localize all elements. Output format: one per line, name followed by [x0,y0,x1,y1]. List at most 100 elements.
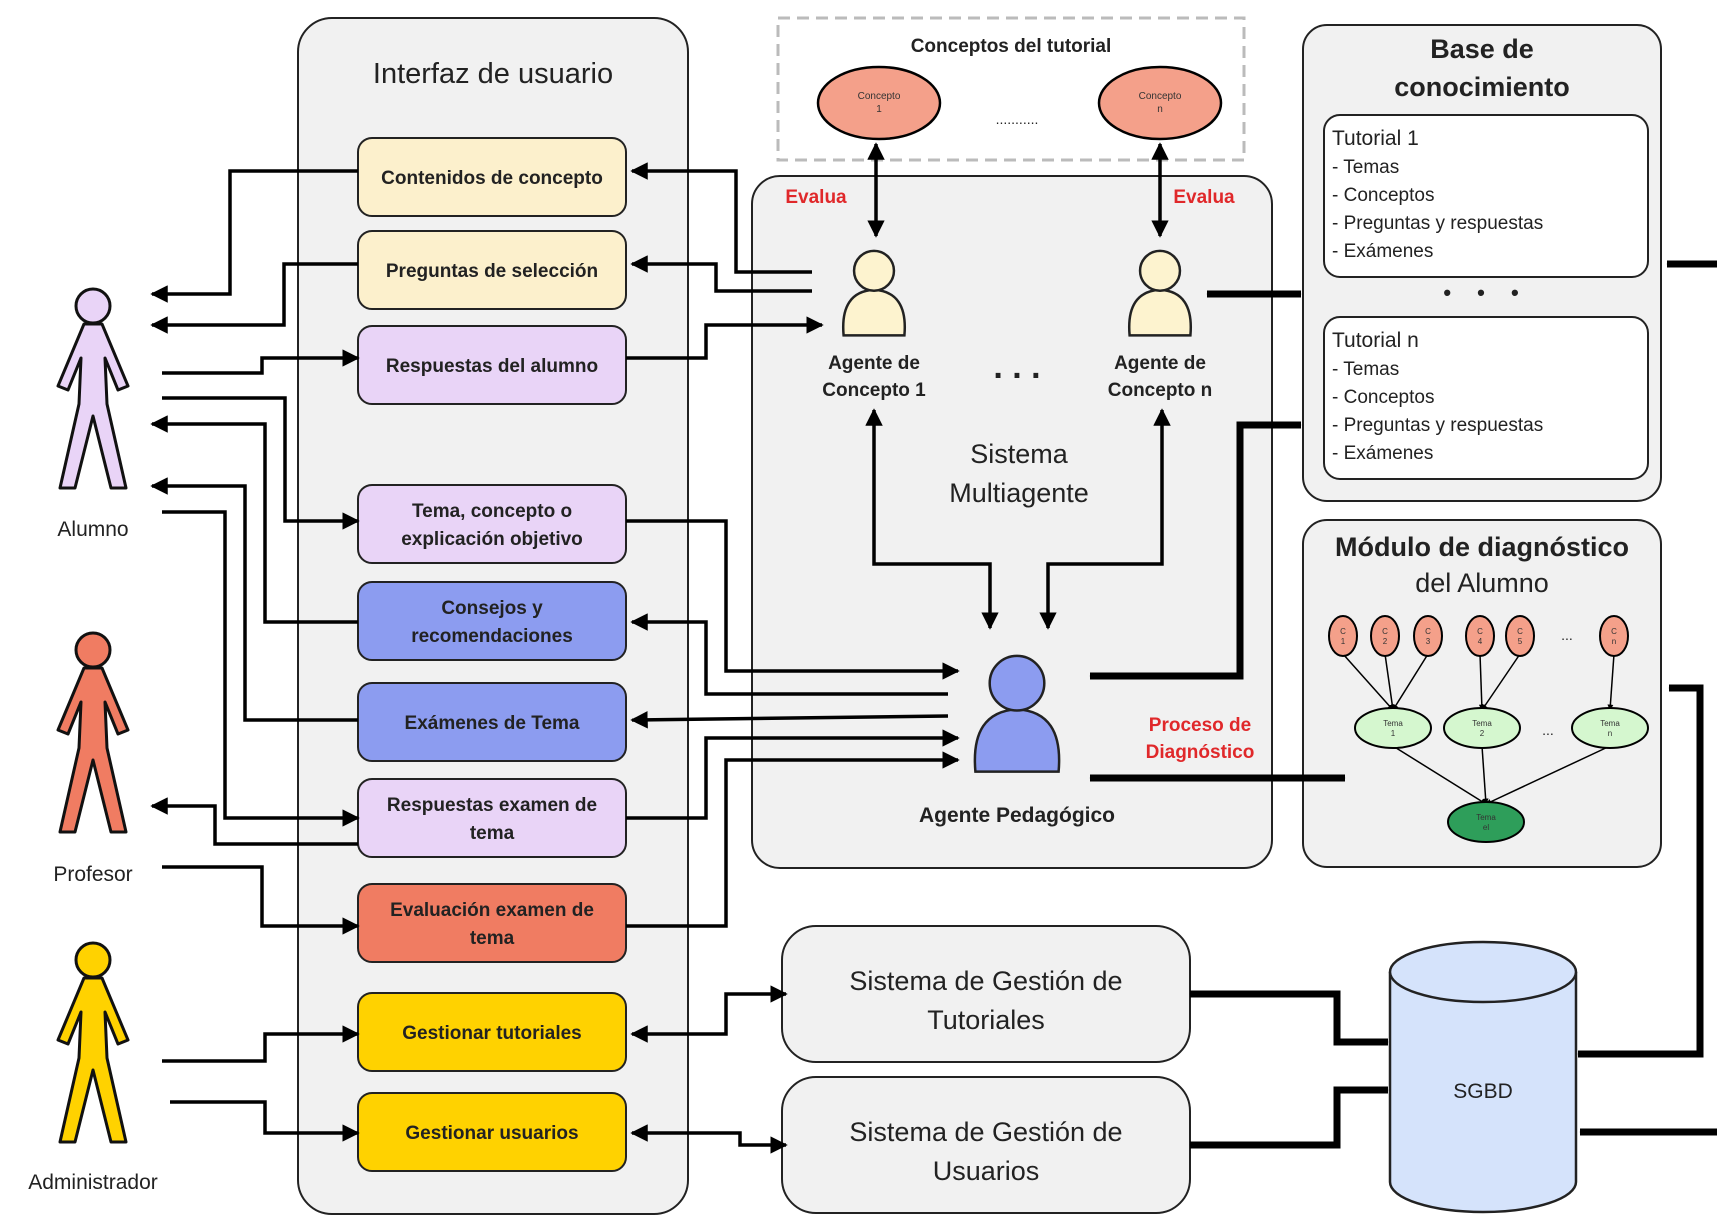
actor-administrador-label: Administrador [28,1171,158,1194]
diag-concept-label: 1 [1341,637,1346,646]
diag-concept-node [1370,615,1400,657]
proceso-diagnostico-line2: Diagnóstico [1146,742,1255,763]
sgbd-label: SGBD [1453,1080,1513,1103]
ui-box-preguntas[interactable]: Preguntas de selección [357,230,627,310]
ui-box-evaluacion[interactable]: Evaluación examen de tema [357,883,627,963]
diag-theme-label: 2 [1480,729,1485,738]
tutorial-1-item: - Preguntas y respuestas [1332,213,1543,234]
tutorial-1-item: - Temas [1332,157,1399,178]
diag-theme-node [1443,707,1521,749]
diag-concept-node [1599,615,1629,657]
diag-concept-node [1328,615,1358,657]
diag-edge [1392,745,1487,805]
diag-theme-node [1354,707,1432,749]
diag-theme-node [1571,707,1649,749]
ui-box-contenidos[interactable]: Contenidos de concepto [357,137,627,217]
concept-1-node [816,65,942,141]
agent-concept-1-icon [841,249,907,337]
agent-concept-n-line1: Agente de [1114,353,1206,374]
diag-edge [1392,653,1429,711]
ui-box-label: Respuestas examen de [387,795,597,816]
diag-concept-label: C [1340,627,1346,636]
ui-box-label: tema [470,928,515,949]
diag-theme-label: n [1608,729,1612,738]
tutorial-n-box [1323,316,1649,480]
diag-edge [1478,653,1485,711]
diag-theme-label: 1 [1391,729,1396,738]
connectors [150,142,1717,1154]
sgu-line1: Sistema de Gestión de [849,1117,1122,1147]
multiagent-title-line1: Sistema [970,439,1069,469]
diag-concept-node [1505,615,1535,657]
diag-theme-label: Tema [1383,719,1403,728]
sgt-line1: Sistema de Gestión de [849,966,1122,996]
diag-final-label: Tema [1476,813,1496,822]
ui-box-label: Preguntas de selección [386,261,598,282]
actor-alumno-label: Alumno [57,518,128,541]
evalua-left-label: Evalua [785,187,847,208]
ui-box-label: Evaluación examen de [390,900,594,921]
tutorial-1-item: - Conceptos [1332,185,1434,206]
ui-box-label: Gestionar usuarios [405,1123,578,1144]
ui-box-label: explicación objetivo [401,529,583,550]
diag-concept-node [1465,615,1495,657]
sgu-line2: Usuarios [933,1156,1040,1186]
concept-n-num: n [1157,104,1163,115]
actor-administrador-figure [56,941,130,1144]
kb-title-line2: conocimiento [1394,72,1570,102]
tutorial-n-item: - Preguntas y respuestas [1332,415,1543,436]
diag-title-line1: Módulo de diagnóstico [1335,532,1629,562]
tutorial-n-item: - Conceptos [1332,387,1434,408]
concept-1-label: Concepto [858,91,901,102]
diag-concept-node [1413,615,1443,657]
ui-box-respuestas[interactable]: Respuestas del alumno [357,325,627,405]
diag-edge [1342,653,1394,711]
evalua-right-label: Evalua [1173,187,1235,208]
actor-alumno-figure [56,287,130,490]
ui-box-label: Tema, concepto o [412,501,572,522]
proceso-diagnostico-line1: Proceso de [1149,715,1251,736]
ui-box-tema-objetivo[interactable]: Tema, concepto o explicación objetivo [357,484,627,564]
diag-title-line2: del Alumno [1415,568,1549,598]
tutorial-1-box [1323,114,1649,278]
diag-concept-label: C [1425,627,1431,636]
ui-box-gestionar-usuarios[interactable]: Gestionar usuarios [357,1092,627,1172]
sgbd-cylinder-top [1388,940,1578,1004]
tutorial-1-item: - Exámenes [1332,241,1433,262]
ui-box-gestionar-tutoriales[interactable]: Gestionar tutoriales [357,992,627,1072]
diag-concept-label: C [1382,627,1388,636]
agent-pedagogico-label: Agente Pedagógico [919,804,1115,827]
sgt-line2: Tutoriales [927,1005,1045,1035]
diag-theme-label: Tema [1472,719,1492,728]
diag-dots: ... [1561,627,1573,643]
diag-concept-label: C [1477,627,1483,636]
actor-profesor-label: Profesor [53,863,132,886]
tutorial-n-item: - Exámenes [1332,443,1433,464]
ui-box-respuestas-examen[interactable]: Respuestas examen de tema [357,778,627,858]
ui-box-label: recomendaciones [411,626,573,647]
ui-box-label: Contenidos de concepto [381,168,603,189]
diag-final-label: el [1483,823,1489,832]
tutorial-n-title: Tutorial n [1332,329,1419,352]
concepts-dots: ........... [996,111,1039,127]
diag-edge [1384,653,1396,711]
diag-concept-label: 2 [1383,637,1388,646]
user-interface-title: Interfaz de usuario [373,58,613,90]
agent-concept-n-icon [1127,249,1193,337]
diag-dots: ... [1542,722,1554,738]
ui-box-label: Exámenes de Tema [405,713,580,734]
ui-box-examenes-tema[interactable]: Exámenes de Tema [357,682,627,762]
diag-final-node [1447,801,1525,843]
actor-profesor-figure [56,631,130,834]
kb-dots: • • • [1443,280,1528,305]
concept-n-label: Concepto [1139,91,1182,102]
diag-concept-label: 4 [1478,637,1483,646]
multiagent-title-line2: Multiagente [949,478,1089,508]
ui-box-label: tema [470,823,515,844]
sgbd-cylinder [1388,972,1578,1214]
agent-concept-1-line2: Concepto 1 [822,380,926,401]
ui-box-label: Respuestas del alumno [386,356,598,377]
diag-theme-label: Tema [1600,719,1620,728]
tutorial-1-title: Tutorial 1 [1332,127,1419,150]
